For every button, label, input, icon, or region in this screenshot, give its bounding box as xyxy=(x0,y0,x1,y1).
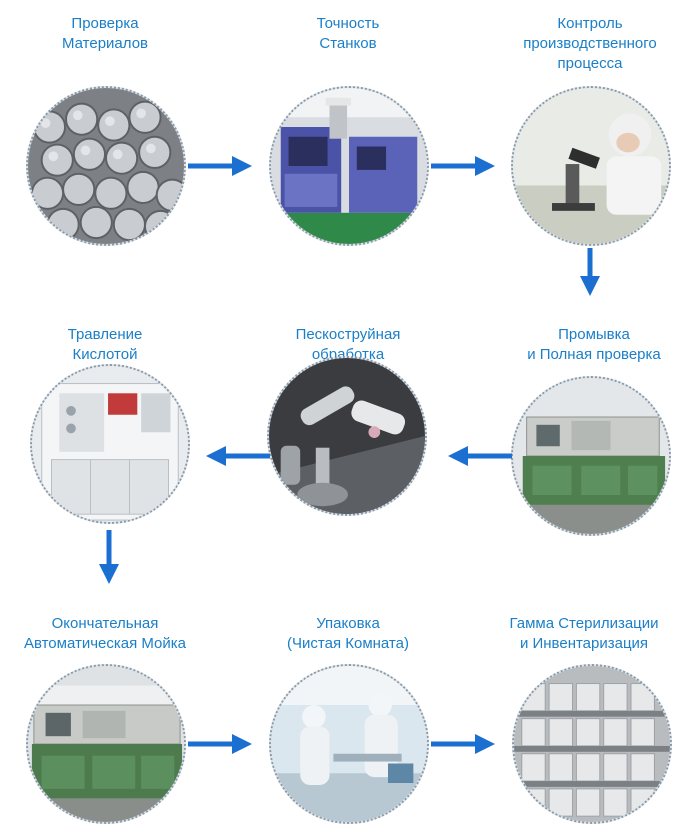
washing-machine-photo xyxy=(511,376,671,536)
microscope-inspection-photo xyxy=(511,86,671,246)
arrow-step5-to-step6 xyxy=(206,446,270,466)
cnc-machines-photo xyxy=(269,86,429,246)
step-8-label: Упаковка(Чистая Комната) xyxy=(287,615,409,652)
clean-room-photo xyxy=(269,664,429,824)
arrow-step6-to-step7 xyxy=(99,530,119,584)
arrow-step1-to-step2 xyxy=(188,156,252,176)
acid-etching-machine-photo xyxy=(30,364,190,524)
arrow-step2-to-step3 xyxy=(431,156,495,176)
arrow-step8-to-step9 xyxy=(431,734,495,754)
inventory-shelves-photo xyxy=(512,664,672,824)
steel-bars-photo xyxy=(26,86,186,246)
arrow-step7-to-step8 xyxy=(188,734,252,754)
sandblasting-photo xyxy=(267,356,427,516)
arrow-step3-to-step4 xyxy=(580,248,600,296)
automatic-washer-photo xyxy=(26,664,186,824)
arrow-step4-to-step5 xyxy=(448,446,512,466)
